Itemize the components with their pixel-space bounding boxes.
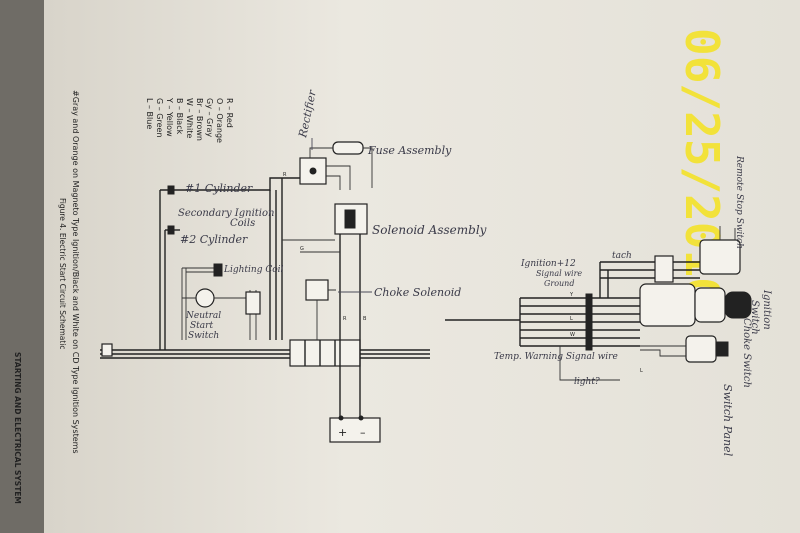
section-footer: STARTING AND ELECTRICAL SYSTEM xyxy=(13,352,22,504)
legend-item: B – Black xyxy=(175,98,184,135)
label-light: light? xyxy=(574,377,600,387)
figure-caption: Figure 4. Electric Start Circuit Schemat… xyxy=(58,198,67,350)
label-fuse: Fuse Assembly xyxy=(367,144,452,157)
label-cylinder-2: #2 Cylinder xyxy=(180,233,248,246)
fuse xyxy=(332,141,364,155)
footnote: #Gray and Orange on Magneto Type Ignitio… xyxy=(71,90,80,454)
harness-connector xyxy=(289,339,361,367)
legend-item: O – Orange xyxy=(215,98,224,143)
battery xyxy=(329,417,381,443)
legend-item: L – Blue xyxy=(145,98,154,129)
label-neutral: Neutral xyxy=(185,311,221,321)
battery-plus: + xyxy=(338,426,347,439)
battery-minus: – xyxy=(360,426,366,439)
neutral-start-switch xyxy=(195,288,215,308)
page-shading xyxy=(44,0,800,533)
label-start: Start xyxy=(190,321,213,331)
label-cylinder-1: #1 Cylinder xyxy=(185,182,253,195)
label-lighting-coil: Lighting Coil xyxy=(223,265,284,275)
choke-solenoid xyxy=(305,279,329,301)
ignition-switch-body xyxy=(639,283,696,327)
wire-code: Y xyxy=(569,292,574,298)
label-ground: Ground xyxy=(544,279,574,288)
label-switch: Switch xyxy=(188,331,219,341)
left-wiring: + – xyxy=(100,141,430,443)
handwritten-annotations: Rectifier Fuse Assembly Solenoid Assembl… xyxy=(178,88,772,456)
label-temp-warning: Temp. Warning Signal wire xyxy=(494,352,618,362)
starter-solenoid xyxy=(334,203,368,235)
legend-item: Gy – Gray xyxy=(205,98,214,137)
label-solenoid: Solenoid Assembly xyxy=(372,223,487,237)
right-wiring xyxy=(445,226,752,381)
wire-code: L xyxy=(570,316,573,322)
remote-stop-switch xyxy=(699,239,741,275)
wire-code: R xyxy=(283,172,287,178)
legend-item: Y – Yellow xyxy=(165,97,174,137)
legend-item: R – Red xyxy=(225,98,234,128)
wire-code: G xyxy=(300,246,304,252)
label-ignition-switch-1: Ignition xyxy=(761,289,772,330)
wire-color-codes: R G R B Y L W L xyxy=(283,172,643,374)
left-plug xyxy=(101,343,113,357)
wire-code: L xyxy=(640,368,643,374)
label-choke-solenoid: Choke Solenoid xyxy=(374,286,461,299)
legend-item: Br – Brown xyxy=(195,98,204,141)
label-choke-switch: Choke Switch xyxy=(741,318,752,388)
label-ignition-switch-2: Switch xyxy=(749,300,760,335)
legend-item: W – White xyxy=(185,98,194,138)
label-switch-panel: Switch Panel xyxy=(721,384,734,457)
legend-item: G – Green xyxy=(155,98,164,138)
label-remote-stop-switch: Remote Stop Switch xyxy=(734,155,744,249)
wire-code: B xyxy=(363,316,367,322)
label-secondary-ignition: Secondary Ignition xyxy=(178,208,274,219)
color-legend: R – Red O – Orange Gy – Gray Br – Brown … xyxy=(145,97,234,143)
label-coils: Coils xyxy=(230,218,255,229)
wire-code: R xyxy=(343,316,347,322)
label-ignition-12: Ignition+12 xyxy=(520,259,576,269)
label-signal-wire: Signal wire xyxy=(536,269,582,278)
wire-code: W xyxy=(570,332,575,338)
choke-switch xyxy=(685,335,717,363)
label-tach: tach xyxy=(612,251,632,261)
